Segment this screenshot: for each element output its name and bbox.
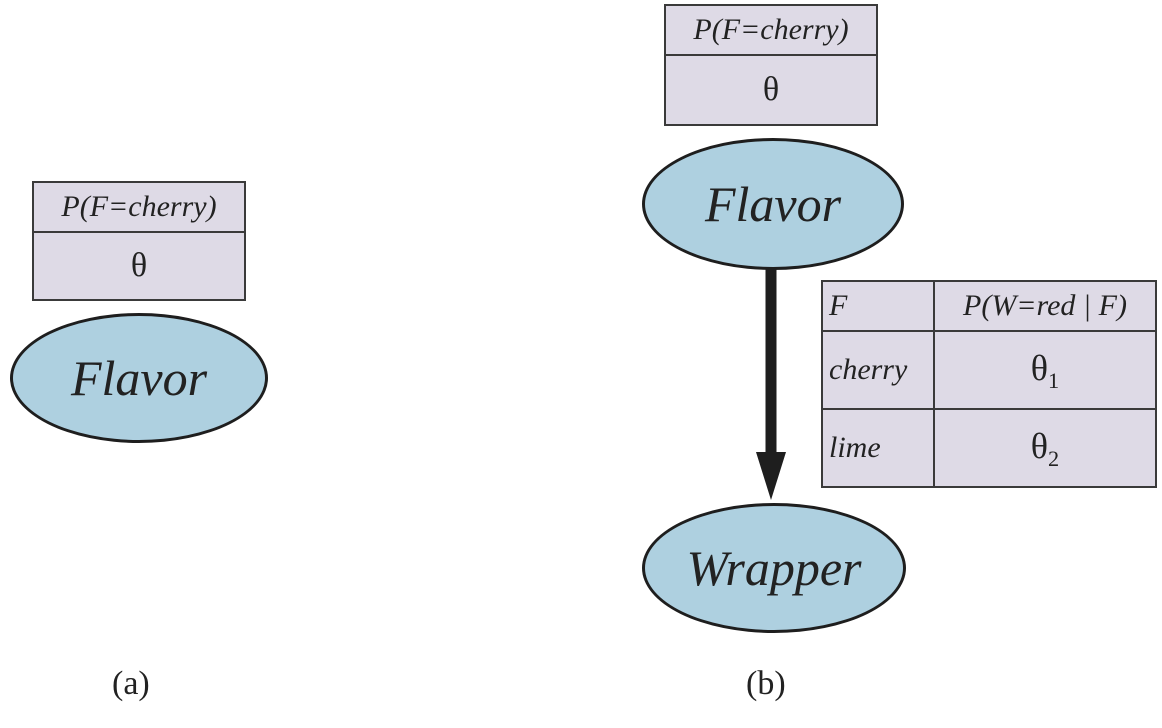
- flavor-node-b: Flavor: [642, 138, 904, 270]
- theta-subscript: 1: [1048, 367, 1060, 393]
- flavor-cpt-b: P(F=cherry) θ: [664, 4, 878, 126]
- row-theta: θ1: [933, 330, 1157, 410]
- cpt-value: θ: [130, 247, 148, 284]
- caption-b: (b): [746, 665, 786, 702]
- row-flavor: cherry: [821, 330, 935, 410]
- theta-symbol: θ: [1030, 347, 1049, 388]
- table-row: lime θ2: [821, 408, 1157, 488]
- cpt-value: θ: [762, 71, 780, 108]
- flavor-node-a: Flavor: [10, 313, 268, 443]
- header-f: F: [821, 280, 935, 332]
- wrapper-node: Wrapper: [642, 503, 906, 633]
- cpt-header: P(F=cherry): [666, 6, 876, 56]
- row-theta: θ2: [933, 408, 1157, 488]
- edge-flavor-to-wrapper: [756, 268, 786, 500]
- flavor-cpt-a: P(F=cherry) θ: [32, 181, 246, 301]
- arrowhead-icon: [756, 452, 786, 500]
- table-header-row: F P(W=red | F): [821, 280, 1157, 332]
- theta-symbol: θ: [1030, 425, 1049, 466]
- row-flavor: lime: [821, 408, 935, 488]
- table-row: cherry θ1: [821, 330, 1157, 410]
- header-prob: P(W=red | F): [933, 280, 1157, 332]
- cpt-header: P(F=cherry): [34, 183, 244, 233]
- caption-a: (a): [112, 665, 150, 702]
- theta-subscript: 2: [1048, 445, 1060, 471]
- wrapper-cpt: F P(W=red | F) cherry θ1 lime θ2: [821, 280, 1157, 488]
